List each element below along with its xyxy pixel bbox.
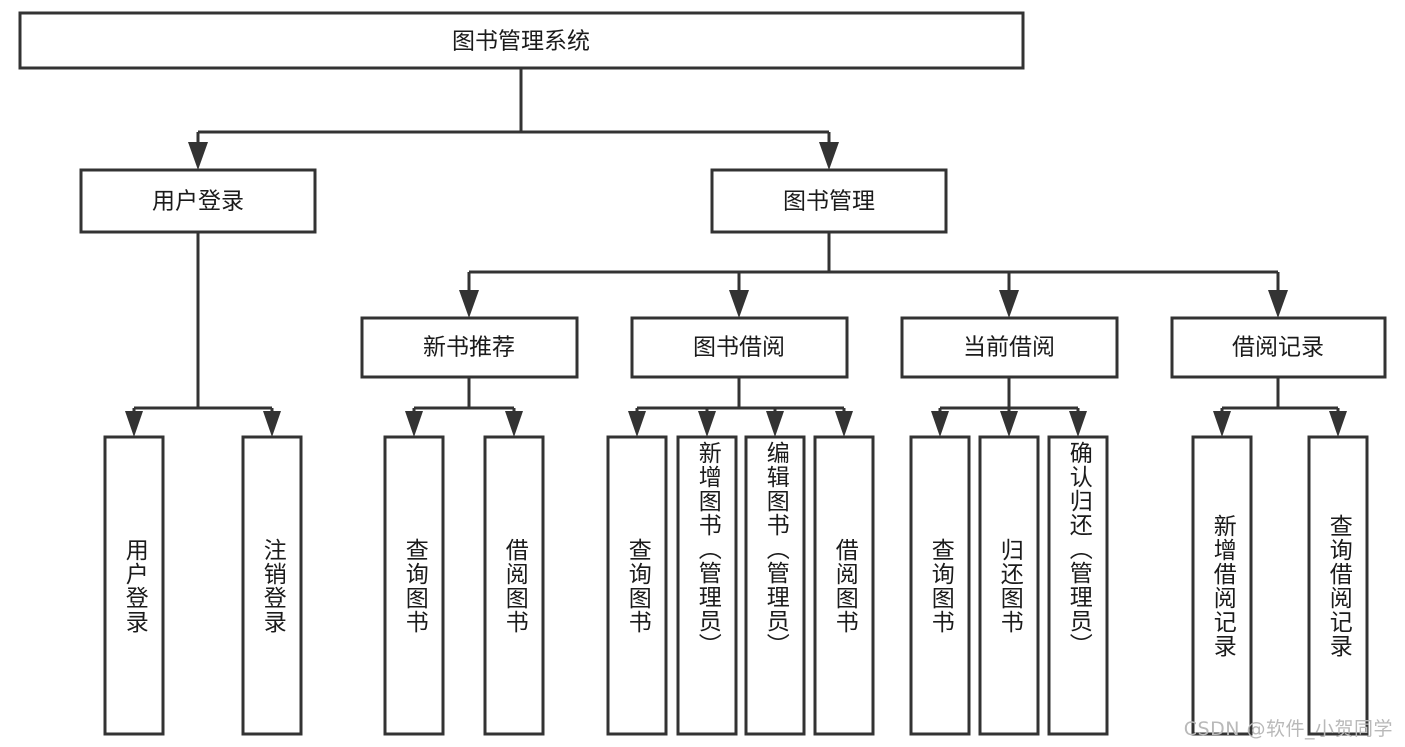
arrow-book-mgmt-to-borrow-record-icon xyxy=(1268,290,1288,318)
connector-group-current-borrow xyxy=(931,377,1087,437)
node-user-login[interactable]: 用户登录 xyxy=(79,168,317,234)
arrow-book-mgmt-to-current-borrow-icon xyxy=(999,290,1019,318)
leaf-box-book-borrow-0[interactable] xyxy=(606,435,668,736)
node-root[interactable]: 图书管理系统 xyxy=(18,11,1025,70)
leaf-box-current-borrow-2[interactable] xyxy=(1047,435,1109,736)
connector-group-user-login xyxy=(125,232,281,437)
node-user-login-box[interactable] xyxy=(79,168,317,234)
leaf-box-book-borrow-2[interactable] xyxy=(744,435,806,736)
leaf-boxes-new-book-recommend xyxy=(383,435,545,736)
leaf-box-current-borrow-1[interactable] xyxy=(978,435,1040,736)
node-root-label: 图书管理系统 xyxy=(452,29,590,55)
node-borrow-record[interactable]: 借阅记录 xyxy=(1170,316,1387,379)
node-new-book-recommend-box[interactable] xyxy=(360,316,579,379)
leaf-box-user-login-0[interactable] xyxy=(103,435,165,736)
connector-group-new-book xyxy=(405,377,523,437)
arrow-current-borrow-leaf-2-icon xyxy=(1069,411,1087,437)
arrow-book-borrow-leaf-1-icon xyxy=(698,411,716,437)
arrow-book-borrow-leaf-0-icon xyxy=(628,411,646,437)
arrow-user-login-leaf-0-icon xyxy=(125,411,143,437)
leaf-box-user-login-1[interactable] xyxy=(241,435,303,736)
node-current-borrow[interactable]: 当前借阅 xyxy=(900,316,1119,379)
arrow-book-mgmt-to-new-book-icon xyxy=(459,290,479,318)
leaf-box-new-book-0[interactable] xyxy=(383,435,445,736)
node-book-mgmt[interactable]: 图书管理 xyxy=(710,168,948,234)
arrow-borrow-record-leaf-0-icon xyxy=(1213,411,1231,437)
node-user-login-label: 用户登录 xyxy=(152,189,244,215)
arrow-root-to-book-mgmt-icon xyxy=(819,142,839,170)
leaf-boxes-book-borrow xyxy=(606,435,875,736)
leaf-box-book-borrow-1[interactable] xyxy=(676,435,738,736)
arrow-book-borrow-leaf-2-icon xyxy=(766,411,784,437)
csdn-watermark: CSDN @软件_小贺同学 xyxy=(1183,718,1393,740)
arrow-new-book-leaf-1-icon xyxy=(505,411,523,437)
arrow-current-borrow-leaf-0-icon xyxy=(931,411,949,437)
arrow-current-borrow-leaf-1-icon xyxy=(1000,411,1018,437)
leaf-box-borrow-record-1[interactable] xyxy=(1307,435,1369,736)
leaf-box-current-borrow-0[interactable] xyxy=(909,435,971,736)
node-current-borrow-box[interactable] xyxy=(900,316,1119,379)
node-new-book-recommend-label: 新书推荐 xyxy=(423,335,515,361)
node-book-borrow-box[interactable] xyxy=(630,316,849,379)
node-book-mgmt-box[interactable] xyxy=(710,168,948,234)
arrow-new-book-leaf-0-icon xyxy=(405,411,423,437)
node-book-borrow-label: 图书借阅 xyxy=(693,335,785,361)
node-borrow-record-box[interactable] xyxy=(1170,316,1387,379)
leaf-boxes-borrow-record xyxy=(1191,435,1369,736)
arrow-borrow-record-leaf-1-icon xyxy=(1329,411,1347,437)
arrow-root-to-user-login-icon xyxy=(188,142,208,170)
node-root-box[interactable] xyxy=(18,11,1025,70)
leaf-boxes-user-login xyxy=(103,435,303,736)
leaf-box-borrow-record-0[interactable] xyxy=(1191,435,1253,736)
leaf-box-new-book-1[interactable] xyxy=(483,435,545,736)
node-current-borrow-label: 当前借阅 xyxy=(963,335,1055,361)
node-book-borrow[interactable]: 图书借阅 xyxy=(630,316,849,379)
connector-group-book-borrow xyxy=(628,377,853,437)
connector-group-borrow-record xyxy=(1213,377,1347,437)
arrow-book-borrow-leaf-3-icon xyxy=(835,411,853,437)
connector-group-root xyxy=(188,68,839,170)
leaf-box-book-borrow-3[interactable] xyxy=(813,435,875,736)
leaf-boxes-current-borrow xyxy=(909,435,1109,736)
node-book-mgmt-label: 图书管理 xyxy=(783,189,875,215)
arrow-book-mgmt-to-book-borrow-icon xyxy=(729,290,749,318)
node-borrow-record-label: 借阅记录 xyxy=(1232,335,1324,361)
node-new-book-recommend[interactable]: 新书推荐 xyxy=(360,316,579,379)
connector-group-book-mgmt xyxy=(459,232,1288,318)
arrow-user-login-leaf-1-icon xyxy=(263,411,281,437)
